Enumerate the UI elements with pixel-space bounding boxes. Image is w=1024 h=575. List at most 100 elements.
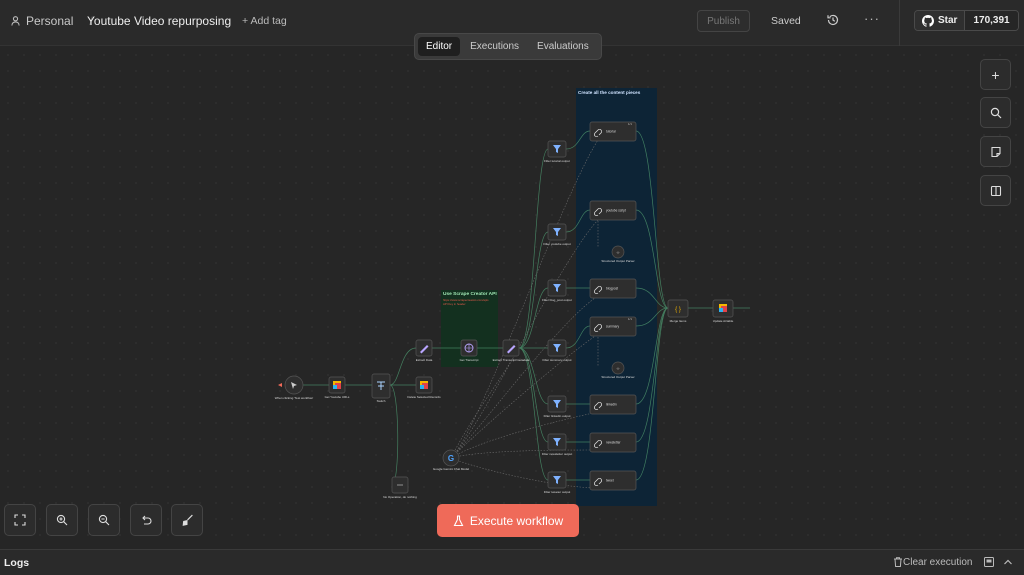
node-update-airtable[interactable]: Update Airtable: [712, 299, 734, 323]
parser-label-1: Structured Output Parser: [601, 259, 634, 263]
popout-icon[interactable]: [983, 556, 995, 568]
github-star-button[interactable]: Star 170,391: [914, 10, 1019, 31]
project-name[interactable]: Personal: [26, 14, 74, 28]
filter-node[interactable]: Filter tutorial output: [544, 140, 570, 163]
node-extract-transcript-label: Extract Transcript/metadata: [493, 358, 530, 362]
breadcrumb[interactable]: Personal /: [11, 14, 93, 28]
chain-node-label: tweet: [606, 479, 614, 483]
execute-workflow-label: Execute workflow: [469, 513, 564, 528]
github-icon: [922, 14, 934, 27]
add-tag-button[interactable]: + Add tag: [242, 15, 287, 27]
fit-view-button[interactable]: [4, 504, 36, 536]
sticky-api-line2: API Key in header: [443, 302, 466, 306]
parser-label-2: Structured Output Parser: [601, 375, 634, 379]
panel-toggle-button[interactable]: [980, 175, 1011, 206]
chain-node[interactable]: youtube script: [589, 200, 637, 221]
filter-node[interactable]: Filter summary output: [542, 339, 572, 362]
filter-node-label: Filter summary output: [542, 358, 571, 362]
sticky-api-line1: https://www.scrapecreators.com/apis: [443, 298, 489, 302]
zoom-out-icon: [98, 514, 110, 526]
node-get-urls[interactable]: Get Youtube URLs: [325, 376, 350, 399]
chevron-up-icon[interactable]: [1002, 556, 1014, 568]
tab-evaluations[interactable]: Evaluations: [537, 41, 589, 52]
filter-node-label: Filter linkedin output: [544, 414, 571, 418]
plus-icon: +: [991, 66, 1000, 83]
chain-node[interactable]: tutorial: [589, 121, 637, 142]
tab-executions[interactable]: Executions: [470, 41, 520, 52]
publish-button[interactable]: Publish: [697, 10, 750, 32]
svg-text:{ }: { }: [675, 307, 681, 313]
node-merge[interactable]: { } Merge Items: [667, 299, 689, 323]
zoom-in-icon: [56, 514, 68, 526]
logs-panel[interactable]: Logs Clear execution: [0, 549, 1024, 575]
github-star[interactable]: Star: [915, 11, 966, 30]
node-switch-label: Switch: [377, 399, 386, 403]
filter-node-label: Filter tutorial output: [544, 159, 570, 163]
chain-nodes[interactable]: tutorial youtube script blogpost summary lin…: [589, 121, 637, 491]
filter-node-label: Filter blog_post output: [542, 298, 572, 302]
chain-node-label: linkedin: [606, 403, 617, 407]
history-icon[interactable]: [826, 13, 840, 27]
trash-icon[interactable]: [892, 556, 904, 568]
zoom-out-button[interactable]: [88, 504, 120, 536]
execute-workflow-button[interactable]: Execute workflow: [437, 504, 579, 537]
fit-view-icon: [14, 514, 26, 526]
chain-node-label: blogpost: [606, 287, 618, 291]
node-merge-label: Merge Items: [670, 319, 687, 323]
node-delete-records-label: Delete Selected Records: [407, 395, 441, 399]
sticky-content-title: Create all the content pieces: [578, 90, 641, 95]
node-get-transcript[interactable]: Get Transcript: [460, 339, 479, 362]
edges: [303, 130, 750, 486]
breadcrumb-separator: /: [89, 14, 93, 28]
node-delete-records[interactable]: Delete Selected Records: [407, 376, 441, 399]
node-extract-transcript[interactable]: Extract Transcript/metadata: [493, 339, 530, 362]
sticky-note-button[interactable]: [980, 136, 1011, 167]
more-options-icon[interactable]: ···: [864, 11, 880, 26]
sticky-api-title: Use Scrape Creator API: [443, 291, 497, 297]
chain-node-label: summary: [606, 325, 620, 329]
filter-node[interactable]: Filter tweeter output: [544, 471, 571, 494]
node-update-airtable-label: Update Airtable: [713, 319, 734, 323]
parser-node-2[interactable]: ‹› Structured Output Parser: [601, 361, 635, 379]
view-tabs: Editor Executions Evaluations: [414, 33, 602, 60]
filter-node[interactable]: Filter linkedin output: [544, 395, 571, 418]
panel-icon: [990, 185, 1001, 196]
chain-node-label: youtube script: [606, 209, 626, 213]
parser-node-1[interactable]: ‹› Structured Output Parser: [601, 245, 635, 263]
chain-badge: 1/1: [628, 122, 633, 126]
tab-editor[interactable]: Editor: [418, 37, 461, 56]
node-no-op[interactable]: No Operation, do nothing: [383, 476, 417, 499]
zoom-in-button-bottom[interactable]: [46, 504, 78, 536]
filter-node[interactable]: Filter newsletter output: [542, 433, 573, 456]
chain-node[interactable]: newsletter: [589, 432, 637, 453]
node-get-transcript-label: Get Transcript: [460, 358, 479, 362]
clear-execution-button[interactable]: Clear execution: [903, 557, 973, 568]
chain-badge: 1/1: [628, 317, 633, 321]
search-button[interactable]: [980, 97, 1011, 128]
chain-node[interactable]: linkedin: [589, 394, 637, 415]
node-switch[interactable]: Switch: [371, 373, 391, 403]
filter-node[interactable]: Filter youtube output: [543, 223, 571, 246]
tidy-up-button[interactable]: [171, 504, 203, 536]
chain-node-label: tutorial: [606, 130, 616, 134]
logs-label: Logs: [4, 557, 30, 569]
node-no-op-label: No Operation, do nothing: [383, 495, 417, 499]
node-extract-data[interactable]: Extract Data: [415, 339, 433, 362]
chain-node[interactable]: summary: [589, 316, 637, 337]
chain-node[interactable]: blogpost: [589, 278, 637, 299]
chain-node[interactable]: tweet: [589, 470, 637, 491]
node-gemini[interactable]: G Google Gemini Chat Model: [433, 449, 470, 471]
workflow-graph[interactable]: Create all the content pieces Use Scrape…: [0, 47, 1024, 549]
workflow-canvas[interactable]: Create all the content pieces Use Scrape…: [0, 47, 1024, 549]
search-icon: [990, 107, 1001, 118]
node-trigger[interactable]: When clicking 'Test workflow': [275, 375, 314, 400]
workflow-title[interactable]: Youtube Video repurposing: [87, 14, 232, 28]
undo-button[interactable]: [130, 504, 162, 536]
zoom-in-button[interactable]: +: [980, 59, 1011, 90]
node-gemini-label: Google Gemini Chat Model: [433, 467, 470, 471]
svg-text:‹›: ‹›: [617, 366, 620, 371]
user-icon: [11, 16, 20, 26]
filter-node[interactable]: Filter blog_post output: [542, 279, 572, 302]
github-star-label: Star: [938, 15, 958, 26]
